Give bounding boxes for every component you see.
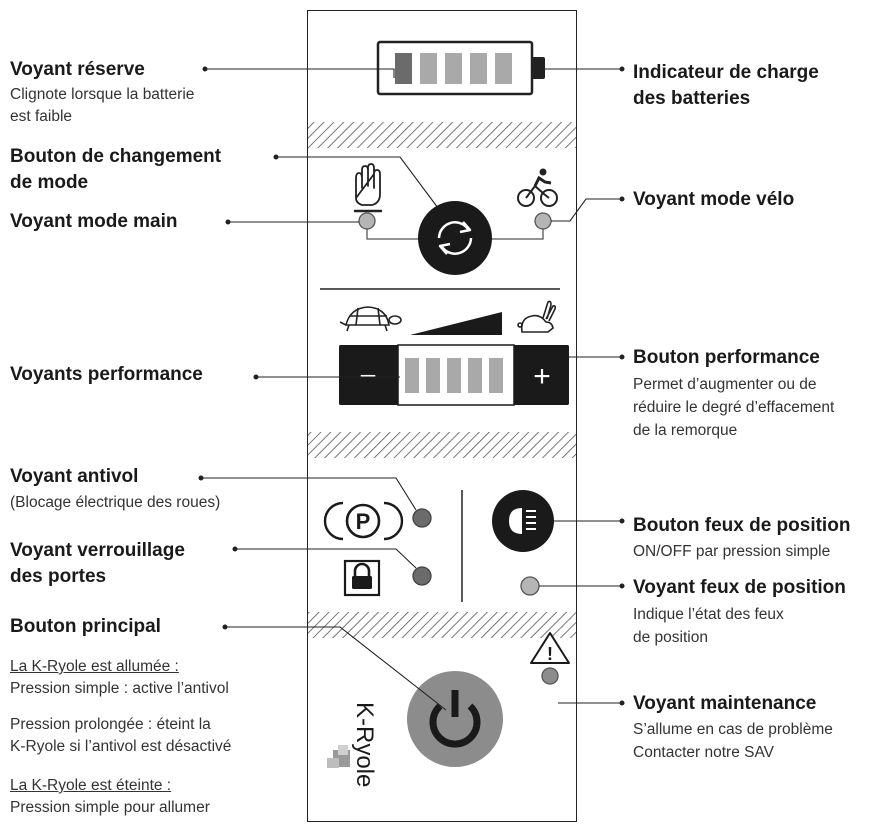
long-press-text-2: K-Ryole si l’antivol est désactivé (10, 738, 232, 755)
perf-led-1 (405, 358, 419, 393)
warning-symbol: ! (547, 644, 553, 664)
position-lights-button[interactable] (492, 490, 554, 552)
power-icon (429, 690, 481, 748)
feux-button-title: Bouton feux de position (633, 515, 851, 536)
principal-title: Bouton principal (10, 616, 161, 637)
perf-led-4 (468, 358, 482, 393)
performance-minus-button[interactable]: − (339, 345, 398, 405)
door-lock-led (412, 566, 432, 586)
turtle-icon (339, 306, 402, 332)
leader-mode-button (276, 156, 439, 209)
performance-plus-button[interactable]: + (514, 345, 569, 405)
battery-cell-5 (495, 53, 512, 84)
rabbit-icon (517, 300, 557, 333)
leader-antivol (201, 477, 417, 511)
perf-button-desc-2: réduire le degré d’effacement (633, 399, 835, 416)
reserve-desc-1: Clignote lorsque la batterie (10, 86, 195, 103)
feux-voyant-desc-2: de position (633, 629, 708, 646)
p-symbol: P (356, 509, 371, 534)
battery-cell-3 (445, 53, 462, 84)
perf-button-desc-1: Permet d’augmenter ou de (633, 376, 817, 393)
battery-cell-4 (470, 53, 487, 84)
mode-button-title-1: Bouton de changement (10, 146, 222, 167)
performance-ramp (410, 312, 502, 335)
long-press-label: Pression prolongée : (10, 716, 153, 733)
maintenance-desc-1: S’allume en cas de problème (633, 721, 833, 738)
antivol-desc: (Blocage électrique des roues) (10, 494, 221, 511)
door-lock-icon (343, 559, 381, 597)
long-press-text-1: éteint la (152, 716, 211, 733)
feux-button-desc: ON/OFF par pression simple (633, 543, 831, 560)
maintenance-led (541, 667, 559, 685)
mode-velo-led (534, 212, 552, 230)
perf-led-3 (447, 358, 461, 393)
perf-button-desc-3: de la remorque (633, 422, 738, 439)
parking-brake-icon: P (323, 501, 404, 541)
leader-dots (198, 66, 625, 706)
bike-icon (517, 168, 558, 207)
hatch-divider-2 (308, 432, 576, 458)
leader-mode-velo (551, 198, 622, 222)
leader-principal (225, 626, 447, 711)
verrou-title-1: Voyant verrouillage (10, 540, 185, 561)
mode-button-title-2: de mode (10, 172, 89, 193)
mode-link-right (488, 223, 544, 240)
antivol-title: Voyant antivol (10, 466, 139, 487)
reserve-title: Voyant réserve (10, 59, 145, 80)
hatch-divider-3 (308, 612, 576, 638)
off-text: Pression simple pour allumer (10, 799, 210, 816)
leader-lines (201, 68, 622, 711)
hatch-divider-1 (308, 122, 576, 148)
k-ryole-logo-mark (327, 745, 350, 768)
charge-title-1: Indicateur de charge (633, 62, 819, 83)
simple-press-text: active l’antivol (128, 680, 229, 697)
k-ryole-logo: K-Ryole (351, 702, 378, 787)
reserve-desc-2: est faible (10, 108, 73, 125)
charge-title-2: des batteries (633, 88, 751, 109)
antivol-led (412, 508, 432, 528)
feux-voyant-desc-1: Indique l’état des feux (633, 606, 784, 623)
mode-link-left (366, 223, 422, 240)
mode-main-led (358, 212, 376, 230)
mode-change-button[interactable] (418, 201, 492, 275)
hand-icon (353, 163, 383, 213)
leader-verrou (235, 548, 417, 569)
headlight-icon (509, 508, 536, 534)
perf-led-2 (426, 358, 440, 393)
position-lights-led (520, 576, 540, 596)
perf-button-title: Bouton performance (633, 347, 820, 368)
battery-indicator (376, 40, 545, 96)
perf-led-5 (489, 358, 503, 393)
long-press: Pression prolongée : éteint la (10, 714, 211, 735)
maintenance-desc-2: Contacter notre SAV (633, 744, 775, 761)
verrou-title-2: des portes (10, 566, 107, 587)
battery-reserve-led (395, 53, 412, 84)
battery-cell-2 (420, 53, 437, 84)
plus-icon: + (533, 360, 551, 393)
maintenance-title: Voyant maintenance (633, 693, 817, 714)
off-heading: La K-Ryole est éteinte : (10, 777, 172, 794)
leader-reserve (205, 68, 395, 78)
mode-velo-title: Voyant mode vélo (633, 189, 795, 210)
perf-leds-title: Voyants performance (10, 364, 203, 385)
main-power-button[interactable] (407, 671, 503, 767)
on-heading: La K-Ryole est allumée : (10, 658, 179, 675)
mode-main-title: Voyant mode main (10, 211, 178, 232)
warning-icon: ! (530, 632, 570, 664)
simple-press-label: Pression simple : (10, 680, 129, 697)
feux-voyant-title: Voyant feux de position (633, 577, 846, 598)
simple-press: Pression simple : active l’antivol (10, 678, 229, 699)
